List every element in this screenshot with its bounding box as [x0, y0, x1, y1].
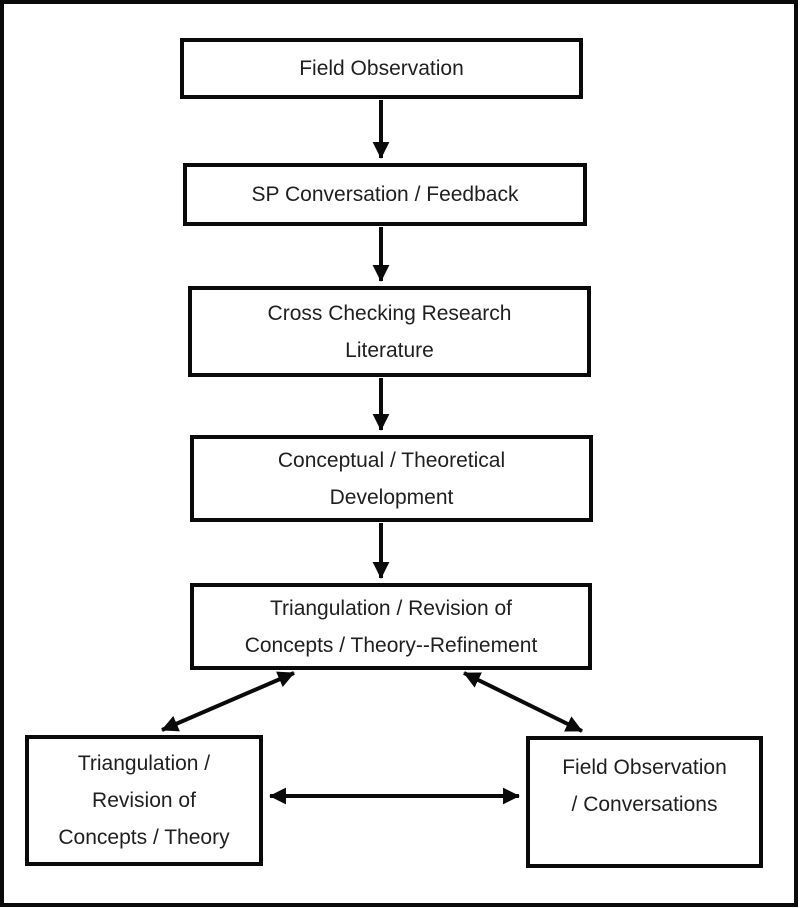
arrow-refinement-to-fieldobs-conversations	[463, 671, 583, 733]
arrow-refinement-to-triangulation-theory	[161, 671, 295, 732]
node-label-line: Conceptual / Theoretical	[277, 448, 506, 472]
node-label: Field Observation	[299, 57, 464, 80]
node-sp-conversation-feedback: SP Conversation / Feedback	[183, 163, 587, 226]
node-label-line: / Conversations	[571, 793, 718, 816]
node-label-line: Triangulation / Revision of	[269, 596, 512, 620]
node-label: SP Conversation / Feedback	[251, 183, 519, 206]
node-field-observation: Field Observation	[180, 38, 583, 99]
node-label-line: Cross Checking Research	[267, 301, 512, 325]
node-label-line: Triangulation /	[77, 752, 211, 775]
node-conceptual-theoretical-development: Conceptual / Theoretical Development	[190, 435, 593, 522]
node-triangulation-revision-theory: Triangulation / Revision of Concepts / T…	[25, 735, 263, 866]
node-label-line: Literature	[345, 338, 434, 362]
node-triangulation-revision-refinement: Triangulation / Revision of Concepts / T…	[190, 583, 592, 670]
node-cross-checking-research-literature: Cross Checking Research Literature	[188, 286, 591, 377]
node-label-line: Development	[329, 485, 454, 509]
node-label-line: Field Observation	[562, 756, 727, 779]
node-label-line: Concepts / Theory	[58, 826, 230, 849]
node-field-observation-conversations: Field Observation / Conversations	[526, 736, 763, 868]
node-label-line: Concepts / Theory--Refinement	[244, 633, 538, 657]
node-label-line: Revision of	[92, 789, 196, 812]
